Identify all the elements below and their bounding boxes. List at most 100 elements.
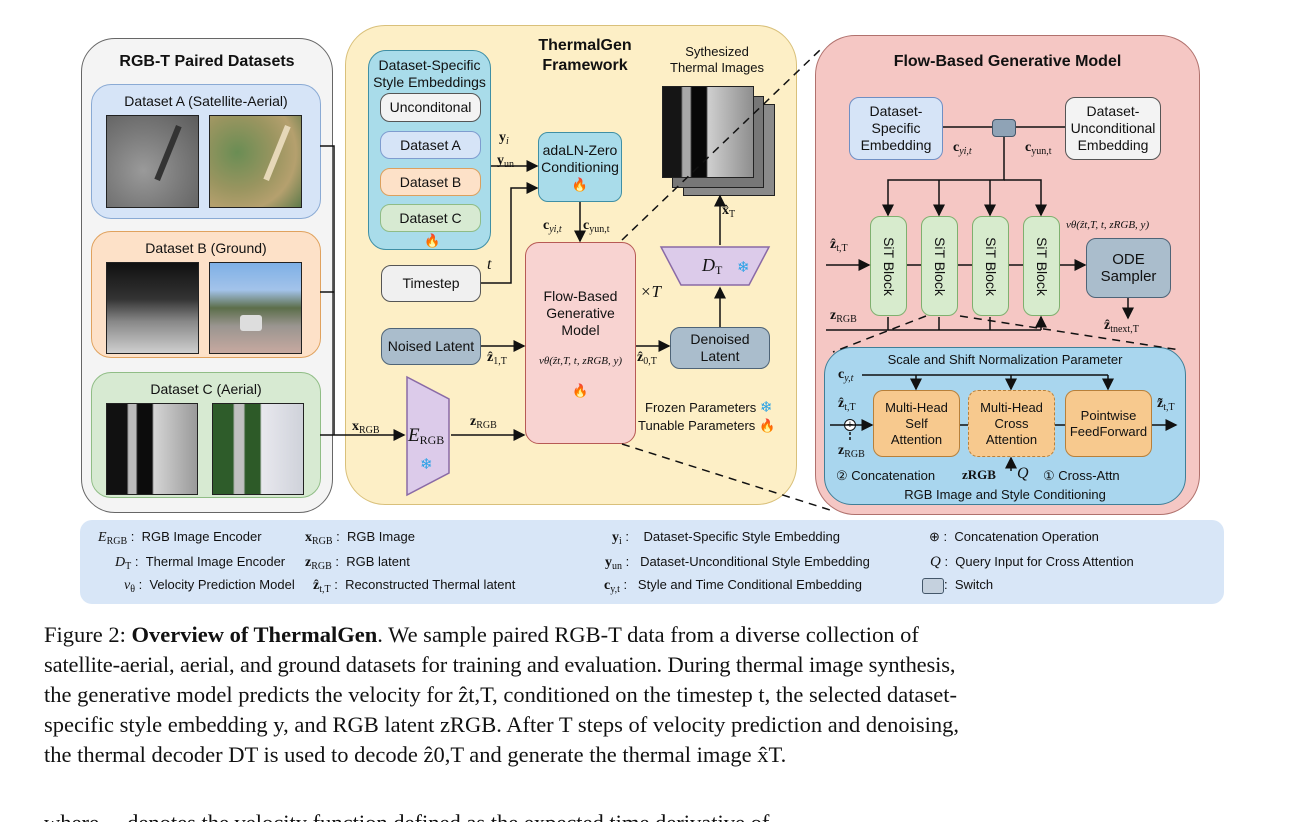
flow-model-formula: vθ(ẑt,T, t, zRGB, y)	[538, 354, 623, 367]
label-t: t	[487, 256, 492, 273]
caption-line-3: the generative model predicts the veloci…	[44, 682, 958, 707]
legend-e-rgb: ERGB : RGB Image Encoder	[98, 529, 262, 547]
dataset-c-label: Dataset C (Aerial)	[150, 381, 262, 397]
legend-x-rgb: xRGB : RGB Image	[305, 529, 415, 547]
dataset-c-rgb-image	[212, 403, 304, 495]
adaln-fire-icon: 🔥	[571, 176, 589, 192]
style-item-unconditional[interactable]: Unconditonal	[380, 93, 481, 122]
body-text-cut-line: where ... denotes the velocity function …	[44, 808, 1264, 822]
decoder-snowflake-icon: ❄	[737, 259, 750, 276]
tunable-parameters-legend: Tunable Parameters 🔥	[638, 418, 775, 434]
encoder-subscript: RGB	[419, 433, 445, 447]
legend-switch-icon	[922, 577, 944, 594]
framework-title: ThermalGen Framework	[520, 36, 650, 76]
flow-label-z-RGB: zRGB	[830, 308, 857, 325]
legend-d-t: DT : Thermal Image Encoder	[115, 554, 286, 572]
z-rgb-query-label: zRGB	[962, 467, 996, 482]
concatenation-label: ② Concatenation	[836, 468, 936, 483]
velocity-formula: vθ(ẑt,T, t, zRGB, y)	[1066, 219, 1150, 231]
ode-sampler[interactable]: ODE Sampler	[1086, 238, 1171, 298]
legend-switch: : Switch	[922, 577, 993, 594]
flow-label-z-t-T: ẑt,T	[830, 237, 848, 254]
adaln-line1: adaLN-Zero	[542, 141, 618, 158]
rgb-encoder-shape	[406, 375, 450, 497]
scale-shift-label: Scale and Shift Normalization Parameter	[887, 352, 1123, 367]
unconditional-embedding-line1: Dataset-	[1086, 103, 1140, 119]
repeat-T-label: ×T	[640, 282, 661, 301]
thermal-decoder-label: DT	[702, 255, 722, 278]
multi-head-cross-attention[interactable]: Multi-Head Cross Attention	[968, 390, 1055, 457]
sit-block-2[interactable]: SiT Block	[921, 216, 958, 316]
sit-block-3[interactable]: SiT Block	[972, 216, 1009, 316]
dataset-a-label: Dataset A (Satellite-Aerial)	[124, 93, 288, 109]
multi-head-self-attention[interactable]: Multi-Head Self Attention	[873, 390, 960, 457]
caption-line-1: Figure 2: Overview of ThermalGen. We sam…	[44, 622, 919, 647]
noised-latent-box: Noised Latent	[381, 328, 481, 365]
rgb-style-conditioning-label: RGB Image and Style Conditioning	[904, 487, 1106, 502]
legend-c-y-t: cy,t : Style and Time Conditional Embedd…	[604, 577, 862, 595]
synthesized-image-front	[662, 86, 754, 178]
flow-based-generative-model[interactable]: Flow-Based Generative Model vθ(ẑt,T, t, …	[525, 242, 636, 444]
style-embeddings-title-line2: Style Embeddings	[373, 74, 486, 90]
frozen-label: Frozen Parameters	[645, 400, 757, 415]
style-embeddings-title-line1: Dataset-Specific	[378, 57, 481, 73]
label-c-yi-t: cyi,t	[543, 218, 562, 235]
self-attention-line2: Self	[905, 415, 928, 431]
dataset-specific-embedding: Dataset- Specific Embedding	[849, 97, 943, 160]
legend-concat: ⊕ : Concatenation Operation	[929, 529, 1099, 544]
style-item-dataset-a[interactable]: Dataset A	[380, 131, 481, 159]
feedforward-line2: FeedForward	[1069, 423, 1148, 439]
cross-attn-label: ① Cross-Attn	[1043, 468, 1120, 483]
label-y-i: yi	[499, 130, 509, 147]
flow-model-line2: Generative	[546, 304, 615, 321]
flow-label-c-yun-t: cyun,t	[1025, 140, 1052, 157]
label-x-RGB: xRGB	[352, 419, 380, 436]
adaln-line2: Conditioning	[541, 158, 619, 175]
specific-embedding-line2: Specific	[871, 120, 921, 136]
sit-block-1-label: SiT Block	[881, 236, 897, 296]
adaln-zero-conditioning: adaLN-Zero Conditioning 🔥	[538, 132, 622, 202]
style-item-dataset-b[interactable]: Dataset B	[380, 168, 481, 196]
sit-block-4-label: SiT Block	[1034, 236, 1050, 296]
encoder-symbol: E	[408, 425, 420, 446]
decoder-symbol: D	[702, 255, 715, 275]
figure-caption: Figure 2: Overview of ThermalGen. We sam…	[44, 620, 1264, 770]
flow-model-fire-icon: 🔥	[572, 382, 589, 398]
synthesized-label-line2: Thermal Images	[670, 60, 764, 75]
label-c-yun-t: cyun,t	[583, 218, 610, 235]
sit-block-2-label: SiT Block	[932, 236, 948, 296]
dataset-a-card: Dataset A (Satellite-Aerial)	[91, 84, 321, 219]
self-attention-line3: Attention	[890, 431, 943, 447]
legend-z-rgb: zRGB : RGB latent	[305, 554, 410, 572]
concat-op-icon: +	[844, 419, 856, 431]
encoder-snowflake-icon: ❄	[420, 456, 433, 473]
caption-line-2: satellite-aerial, aerial, and ground dat…	[44, 652, 956, 677]
framework-title-line2: Framework	[542, 57, 628, 74]
unconditional-embedding-line3: Embedding	[1077, 137, 1149, 153]
synthesized-label-line1: Sythesized	[685, 44, 749, 59]
label-z-RGB: zRGB	[470, 414, 497, 431]
dataset-c-card: Dataset C (Aerial)	[91, 372, 321, 498]
ode-sampler-line1: ODE	[1112, 251, 1145, 268]
denoised-latent-line1: Denoised	[690, 331, 750, 347]
timestep-box: Timestep	[381, 265, 481, 302]
rgb-encoder-label: ERGB	[408, 425, 444, 448]
style-embeddings-fire-icon: 🔥	[424, 233, 441, 248]
query-Q-label: Q	[1017, 465, 1029, 482]
switch-icon[interactable]	[992, 119, 1016, 137]
dataset-a-rgb-image	[209, 115, 302, 208]
flow-panel-title: Flow-Based Generative Model	[893, 53, 1122, 70]
pointwise-feedforward[interactable]: Pointwise FeedForward	[1065, 390, 1152, 457]
sit-block-1[interactable]: SiT Block	[870, 216, 907, 316]
sit-block-4[interactable]: SiT Block	[1023, 216, 1060, 316]
flow-model-line3: Model	[561, 321, 600, 338]
dataset-b-thermal-image	[106, 262, 199, 354]
legend-y-i: yi : Dataset-Specific Style Embedding	[612, 529, 840, 547]
sub-label-z-in: ẑt,T	[838, 396, 856, 413]
style-item-dataset-c[interactable]: Dataset C	[380, 204, 481, 232]
dataset-b-card: Dataset B (Ground)	[91, 231, 321, 358]
unconditional-embedding-line2: Unconditional	[1070, 120, 1156, 136]
sub-label-z-out: z̃t,T	[1157, 396, 1175, 413]
legend-y-un: yun : Dataset-Unconditional Style Embedd…	[605, 554, 870, 572]
label-y-un: yun	[497, 153, 514, 170]
